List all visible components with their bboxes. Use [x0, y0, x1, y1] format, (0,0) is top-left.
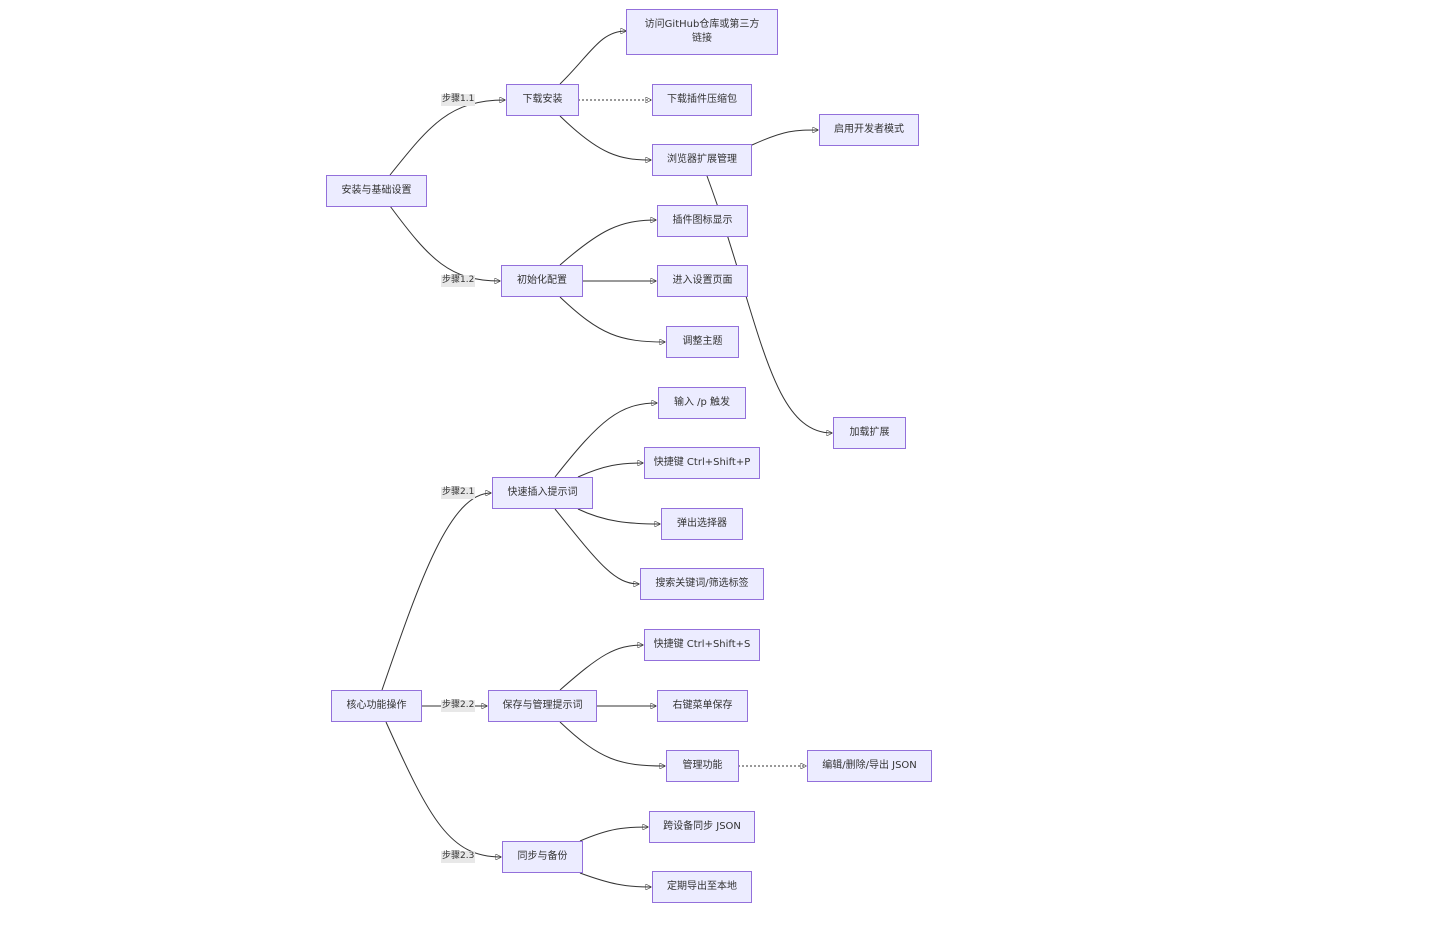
- node-core-operations: 核心功能操作: [331, 690, 422, 722]
- edge-root2-sync: [385, 721, 501, 857]
- edge-quick-ctrlp: [577, 463, 643, 478]
- node-download-install: 下载安装: [506, 84, 579, 116]
- edge-label-step-2-2: 步骤2.2: [441, 700, 476, 712]
- edge-save-manage: [559, 721, 665, 766]
- node-type-slash-p: 输入 /p 触发: [658, 387, 746, 419]
- edge-root1-init: [389, 205, 500, 281]
- node-init-config: 初始化配置: [501, 265, 583, 297]
- edge-quick-search: [554, 508, 639, 584]
- node-sync-backup: 同步与备份: [502, 841, 583, 873]
- edge-init-theme: [559, 296, 665, 342]
- edge-quick-typep: [554, 403, 657, 478]
- edge-label-step-2-1: 步骤2.1: [441, 487, 476, 499]
- node-shortcut-ctrl-shift-s: 快捷键 Ctrl+Shift+S: [644, 629, 760, 661]
- edge-init-icon: [559, 220, 656, 266]
- node-visit-github: 访问GitHub仓库或第三方链接: [626, 9, 778, 55]
- edge-sync-export: [579, 872, 651, 887]
- node-plugin-icon: 插件图标显示: [657, 205, 748, 237]
- node-adjust-theme: 调整主题: [666, 326, 739, 358]
- edge-quick-picker: [577, 508, 660, 524]
- edge-root1-download: [389, 100, 505, 176]
- edge-label-step-1-2: 步骤1.2: [441, 275, 476, 287]
- node-quick-insert: 快速插入提示词: [492, 477, 593, 509]
- node-right-click-save: 右键菜单保存: [657, 690, 748, 722]
- edge-extmgr-devmode: [751, 130, 818, 146]
- node-save-manage: 保存与管理提示词: [488, 690, 597, 722]
- node-load-extension: 加载扩展: [833, 417, 906, 449]
- node-cross-device-sync: 跨设备同步 JSON: [649, 811, 755, 843]
- edge-download-extmgr: [559, 115, 651, 160]
- node-export-local: 定期导出至本地: [652, 871, 752, 903]
- edge-save-ctrls: [559, 645, 643, 691]
- node-browser-ext-manager: 浏览器扩展管理: [652, 144, 752, 176]
- node-dev-mode: 启用开发者模式: [819, 114, 919, 146]
- edge-label-step-1-1: 步骤1.1: [441, 94, 476, 106]
- edge-sync-xsync: [579, 827, 648, 842]
- node-manage-functions: 管理功能: [666, 750, 739, 782]
- edge-root2-quick: [381, 493, 491, 691]
- node-settings-page: 进入设置页面: [657, 265, 748, 297]
- node-popup-picker: 弹出选择器: [661, 508, 743, 540]
- node-download-zip: 下载插件压缩包: [652, 84, 752, 116]
- edge-label-step-2-3: 步骤2.3: [441, 851, 476, 863]
- node-search-filter: 搜索关键词/筛选标签: [640, 568, 764, 600]
- node-install-basic-setup: 安装与基础设置: [326, 175, 427, 207]
- node-shortcut-ctrl-shift-p: 快捷键 Ctrl+Shift+P: [644, 447, 760, 479]
- edge-download-github: [559, 31, 626, 85]
- node-edit-delete-export: 编辑/删除/导出 JSON: [807, 750, 932, 782]
